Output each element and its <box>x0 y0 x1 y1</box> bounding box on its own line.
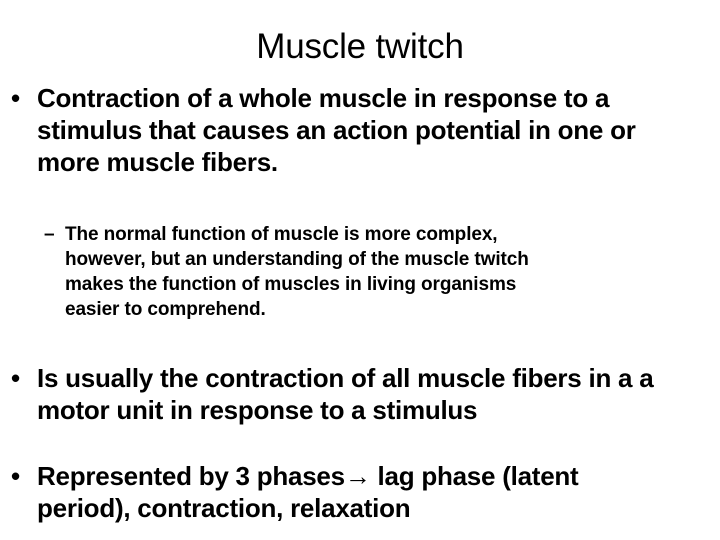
dash-marker-icon: – <box>44 224 55 245</box>
sub-bullet-line: easier to comprehend. <box>65 299 266 320</box>
spacer <box>0 426 720 460</box>
spacer <box>0 322 720 362</box>
slide-body: • Contraction of a whole muscle in respo… <box>0 82 720 524</box>
bullet-item-2: • Is usually the contraction of all musc… <box>0 362 720 426</box>
bullet-item-1: • Contraction of a whole muscle in respo… <box>0 82 720 178</box>
sub-bullet-line: however, but an understanding of the mus… <box>65 249 529 270</box>
spacer <box>0 178 720 222</box>
bullet-item-3: • Represented by 3 phases→ lag phase (la… <box>0 460 720 524</box>
bullet-line: period), contraction, relaxation <box>37 493 411 523</box>
bullet-line: more muscle fibers. <box>37 147 278 177</box>
bullet-line: motor unit in response to a stimulus <box>37 395 478 425</box>
sub-bullet-line: makes the function of muscles in living … <box>65 274 517 295</box>
bullet-line: Contraction of a whole muscle in respons… <box>37 83 610 113</box>
bullet-line: Is usually the contraction of all muscle… <box>37 363 654 393</box>
bullet-marker-icon: • <box>11 83 20 113</box>
sub-bullet-line: The normal function of muscle is more co… <box>65 224 498 245</box>
bullet-line: stimulus that causes an action potential… <box>37 115 636 145</box>
bullet-marker-icon: • <box>11 461 20 491</box>
slide-title: Muscle twitch <box>256 27 464 66</box>
sub-bullet-item-1: – The normal function of muscle is more … <box>0 222 720 322</box>
bullet-line: Represented by 3 phases→ lag phase (late… <box>37 461 579 491</box>
bullet-marker-icon: • <box>11 363 20 393</box>
